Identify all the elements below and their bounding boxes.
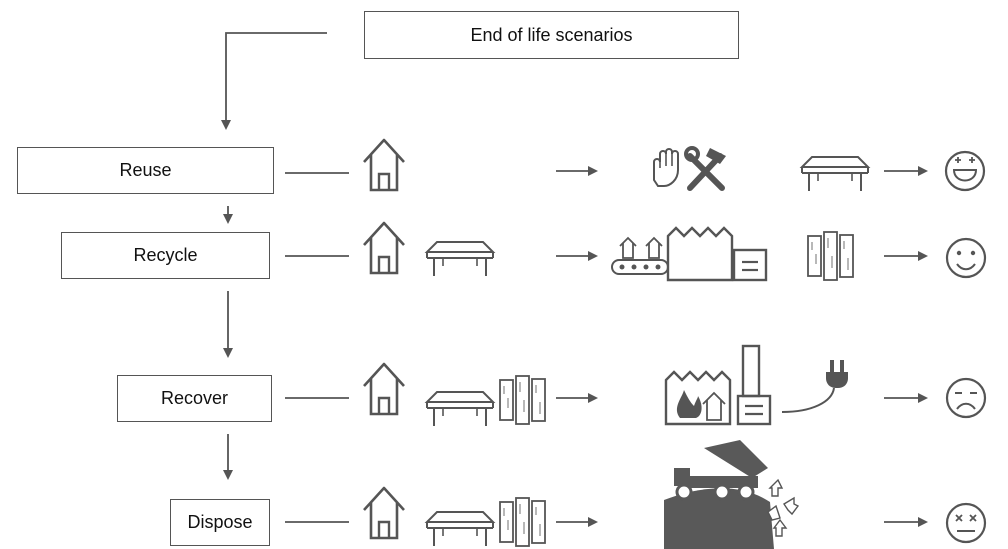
scenario-box-recycle: Recycle <box>61 232 270 279</box>
recycling-factory-icon <box>611 226 768 282</box>
sad-face-icon <box>945 377 987 419</box>
timber-planks-icon <box>499 375 546 425</box>
table-icon <box>426 391 494 427</box>
timber-planks-icon <box>807 231 854 281</box>
table-icon <box>426 511 494 547</box>
scenario-box-dispose: Dispose <box>170 499 270 546</box>
timber-planks-icon <box>499 497 546 547</box>
scenario-box-reuse: Reuse <box>17 147 274 194</box>
scenario-box-recover: Recover <box>117 375 272 422</box>
laughing-face-icon <box>944 150 986 192</box>
house-icon <box>362 221 406 275</box>
house-icon <box>362 362 406 416</box>
dead-face-icon <box>945 502 987 544</box>
table-icon <box>801 156 869 192</box>
house-icon <box>362 138 406 192</box>
power-plug-icon <box>781 360 848 413</box>
page-title: End of life scenarios <box>364 11 739 59</box>
house-icon <box>362 486 406 540</box>
hand-and-tools-icon <box>653 146 726 191</box>
dump-truck-landfill-icon <box>664 440 800 549</box>
flow-connectors <box>221 32 928 527</box>
incineration-plant-icon <box>664 344 772 426</box>
smiling-face-icon <box>945 237 987 279</box>
table-icon <box>426 241 494 277</box>
